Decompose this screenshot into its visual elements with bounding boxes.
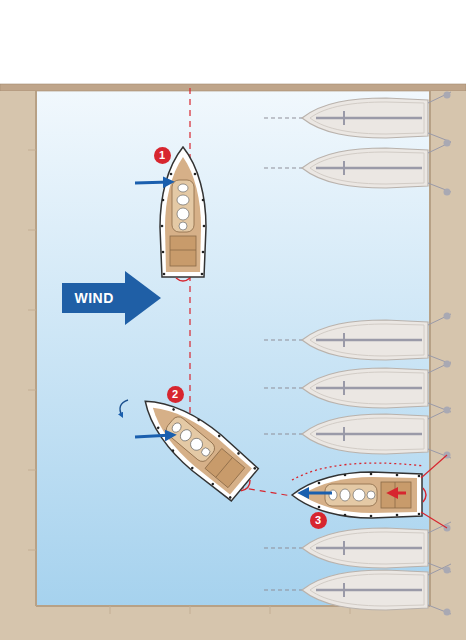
callout-number: 3: [310, 512, 327, 529]
callout-number: 1: [154, 147, 171, 164]
wind-label: WIND: [75, 290, 114, 306]
callout-number: 2: [167, 386, 184, 403]
